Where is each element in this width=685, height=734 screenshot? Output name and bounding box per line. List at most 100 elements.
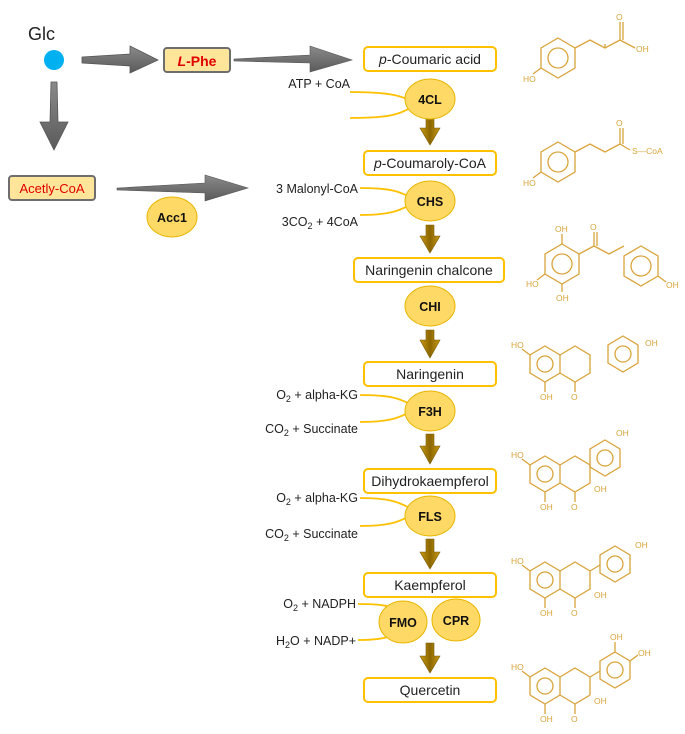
atom-o: O [571, 608, 578, 618]
atom-ho: HO [526, 279, 539, 289]
structure-coumaric-acid [532, 22, 636, 79]
atom-oh: OH [594, 696, 607, 706]
atom-oh: OH [540, 714, 553, 724]
cofactor-fmo-o2: O2 + NADPH [283, 597, 356, 613]
atom-ho: HO [511, 450, 524, 460]
cofactor-f3h-o2: O2 + alpha-KG [276, 388, 358, 404]
atom-ho: HO [523, 178, 536, 188]
glc-dot [44, 50, 64, 70]
enzyme-fmo [378, 600, 428, 644]
box-naringenin-chalcone [353, 257, 505, 283]
enzyme-chs [404, 180, 456, 222]
atom-oh: OH [635, 540, 648, 550]
curve-f3h [359, 394, 411, 423]
phe-box [163, 47, 231, 73]
enzyme-f3h-label: F3H [418, 405, 442, 419]
enzyme-chi [404, 285, 456, 327]
enzyme-f3h [404, 390, 456, 432]
arrow-fls [419, 538, 441, 570]
enzyme-chs-label: CHS [417, 195, 443, 209]
arrow-4cl [419, 115, 441, 146]
enzyme-4cl-label: 4CL [418, 93, 442, 107]
chemical-structures [521, 22, 667, 714]
enzyme-acc1 [146, 196, 198, 238]
enzymes: 4CL CHS CHI F3H FLS FMO CPR [378, 78, 481, 644]
atom-oh: OH [616, 428, 629, 438]
curve-fls [359, 497, 411, 527]
structure-dihydrokaempferol [521, 439, 621, 502]
label-coumaric-acid: p-Coumaric acid [378, 51, 481, 67]
atom-oh: OH [594, 590, 607, 600]
acetyl-box [8, 175, 96, 201]
cofactor-fmo-h2o: H2O + NADP+ [276, 634, 356, 650]
enzyme-fls [404, 495, 456, 537]
atom-ho: HO [511, 340, 524, 350]
arrow-chs [419, 224, 441, 254]
enzyme-fmo-label: FMO [389, 616, 417, 630]
curve-4cl [349, 91, 411, 119]
arrow-chi [419, 329, 441, 359]
atom-o: O [571, 502, 578, 512]
enzyme-cpr [431, 598, 481, 642]
structure-atom-labels: HO O OH HO O S—CoA OH O HO OH OH HO OH O… [511, 12, 679, 724]
acetyl-label: Acetly-CoA [19, 181, 84, 196]
glc-label: Glc [28, 24, 55, 44]
box-naringenin [363, 361, 497, 387]
structure-coumaroyl-coa [532, 128, 631, 183]
cofactor-f3h-co2: CO2 + Succinate [265, 422, 358, 438]
box-coumaric-acid [363, 46, 497, 72]
atom-o: O [571, 392, 578, 402]
arrow-acetyl-to-malonyl [116, 174, 250, 202]
cofactor-fls-co2: CO2 + Succinate [265, 527, 358, 543]
atom-ho: HO [511, 556, 524, 566]
arrow-glc-to-acetyl [39, 81, 69, 151]
atom-oh: OH [666, 280, 679, 290]
arrow-f3h [419, 433, 441, 465]
label-quercetin: Quercetin [400, 682, 461, 698]
atom-oh: OH [540, 392, 553, 402]
atom-o: O [590, 222, 597, 232]
box-quercetin [363, 677, 497, 703]
label-naringenin-chalcone: Naringenin chalcone [365, 262, 493, 278]
arrow-phe-to-coumaric [233, 45, 354, 73]
label-naringenin: Naringenin [396, 366, 464, 382]
cofactor-atp: ATP + CoA [288, 77, 350, 91]
cofactor-fls-o2: O2 + alpha-KG [276, 491, 358, 507]
cofactor-malonyl: 3 Malonyl-CoA [276, 182, 359, 196]
cofactor-co2-4coa: 3CO2 + 4CoA [282, 215, 359, 231]
atom-oh: OH [556, 293, 569, 303]
arrow-glc-to-phe [81, 45, 159, 74]
box-kaempferol [363, 572, 497, 598]
label-kaempferol: Kaempferol [394, 577, 466, 593]
atom-o: O [571, 714, 578, 724]
atom-oh: OH [555, 224, 568, 234]
enzyme-cpr-label: CPR [443, 614, 469, 628]
box-dihydrokaempferol [363, 468, 497, 494]
atom-ho: HO [523, 74, 536, 84]
enzyme-fls-label: FLS [418, 510, 442, 524]
atom-oh: OH [540, 502, 553, 512]
enzyme-chi-label: CHI [419, 300, 441, 314]
structure-quercetin [521, 642, 639, 714]
atom-o: O [616, 12, 623, 22]
atom-s-coa: S—CoA [632, 146, 663, 156]
structure-naringenin-chalcone [536, 232, 667, 292]
atom-oh: OH [540, 608, 553, 618]
phe-label: L-Phe [178, 53, 217, 69]
enzyme-4cl [404, 78, 456, 120]
enzyme-acc1-label: Acc1 [157, 211, 187, 225]
atom-oh: OH [636, 44, 649, 54]
atom-oh: OH [638, 648, 651, 658]
structure-kaempferol [521, 545, 631, 608]
curve-chs [359, 187, 411, 216]
label-coumaroyl-coa: p-Coumaroly-CoA [373, 155, 487, 171]
atom-o: O [616, 118, 623, 128]
structure-naringenin [521, 335, 639, 392]
atom-oh: OH [610, 632, 623, 642]
arrow-fmo [419, 642, 441, 674]
label-dihydrokaempferol: Dihydrokaempferol [371, 473, 489, 489]
box-coumaroyl-coa [363, 150, 497, 176]
atom-oh: OH [594, 484, 607, 494]
atom-ho: HO [511, 662, 524, 672]
